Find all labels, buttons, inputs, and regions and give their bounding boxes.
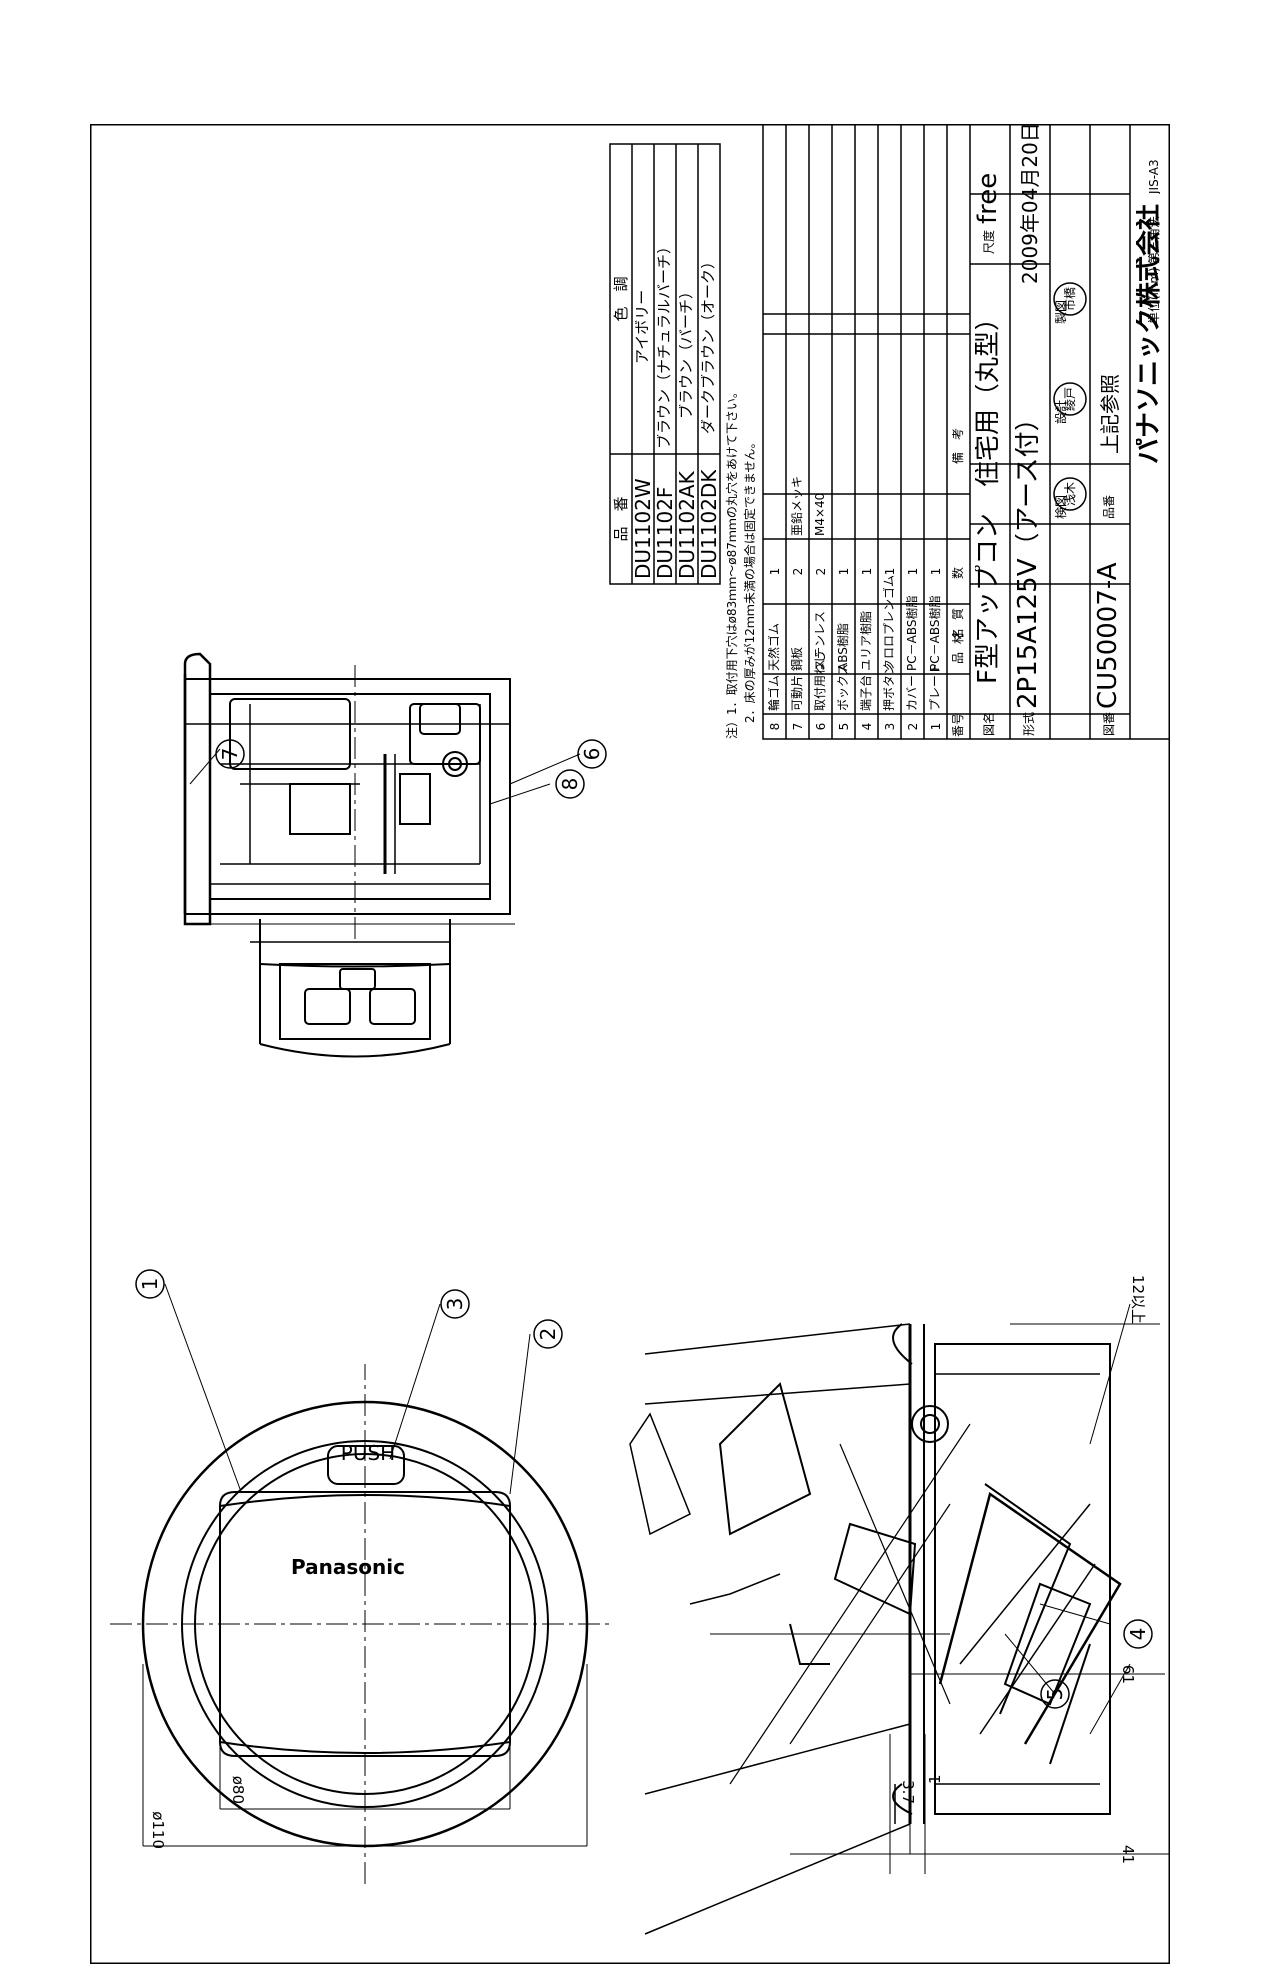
- balloon-6: 6: [580, 747, 604, 761]
- color-name-1: ブラウン（ナチュラルバーチ）: [657, 238, 672, 449]
- parts-no-1: 7: [790, 722, 805, 731]
- tb-stamp-check: 浅木: [1064, 481, 1076, 506]
- parts-name-0: 輪ゴム: [768, 674, 780, 711]
- parts-header-no: 番号: [952, 712, 964, 737]
- dim-1: 1: [926, 1774, 944, 1784]
- parts-qty-3: 1: [836, 567, 851, 576]
- tb-label-drawing-no: 図番: [1103, 711, 1115, 736]
- balloon-8: 8: [558, 777, 582, 791]
- dim-3-7: 3.7: [899, 1780, 917, 1804]
- color-table-header-color: 色 調: [611, 276, 630, 322]
- parts-no-6: 2: [905, 722, 920, 731]
- balloon-4: 4: [1126, 1627, 1150, 1641]
- parts-remark-2: M4×40: [814, 492, 826, 536]
- parts-qty-5: 1: [882, 567, 897, 576]
- dim-12: 12以上: [1129, 1274, 1147, 1324]
- parts-mat-0: 天然ゴム: [768, 622, 780, 671]
- parts-remark-1: 亜鉛メッキ: [791, 475, 803, 536]
- color-code-0: DU1102W: [633, 478, 653, 579]
- tb-label-model: 形式: [1023, 711, 1035, 736]
- balloon-2: 2: [536, 1327, 560, 1341]
- tb-date: 2009年04月20日: [1020, 122, 1040, 284]
- parts-name-4: 端子台: [860, 674, 872, 711]
- section-view: [629, 1303, 1170, 1935]
- drawing-sheet: 1 2 3 4 5 6 7 8 ø110 ø80 41 61 3.7 1 12以…: [90, 122, 1170, 1964]
- front-view: [110, 1283, 610, 1884]
- balloons: [135, 739, 1153, 1709]
- parts-no-7: 1: [928, 722, 943, 731]
- parts-mat-7: PC－ABS樹脂: [929, 595, 941, 671]
- parts-mat-6: PC－ABS樹脂: [906, 595, 918, 671]
- color-table-header-code: 品 番: [611, 496, 630, 542]
- tb-name: F型アップコン 住宅用（丸型）: [975, 305, 1001, 684]
- stamps: [1053, 282, 1087, 511]
- color-code-3: DU1102DK: [699, 469, 719, 579]
- parts-qty-0: 1: [767, 567, 782, 576]
- balloon-5: 5: [1043, 1687, 1067, 1701]
- color-name-3: ダークブラウン（オーク）: [701, 253, 716, 434]
- tb-model: 2P15A125V（アース付）: [1015, 405, 1041, 709]
- parts-mat-4: ユリア樹脂: [860, 610, 872, 671]
- dim-80: ø80: [229, 1775, 247, 1804]
- parts-no-0: 8: [767, 722, 782, 731]
- color-name-0: アイボリー: [635, 289, 650, 364]
- parts-no-4: 4: [859, 722, 874, 731]
- parts-qty-7: 1: [928, 567, 943, 576]
- parts-no-5: 3: [882, 722, 897, 731]
- balloon-1: 1: [138, 1277, 162, 1291]
- note-1: 注）1．取付用下穴はø83ｍｍ～ø87ｍｍの丸穴をあけて下さい。: [725, 386, 739, 739]
- tb-projection: 第三角法: [1148, 215, 1160, 264]
- tb-standard: JIS-A3: [1148, 159, 1160, 194]
- color-code-2: DU1102AK: [677, 471, 697, 579]
- parts-table-lines: [762, 124, 1170, 740]
- brand-logo: Panasonic: [291, 1555, 405, 1580]
- color-code-1: DU1102F: [655, 486, 675, 579]
- parts-qty-6: 1: [905, 567, 920, 576]
- dim-110: ø110: [149, 1811, 167, 1849]
- parts-qty-1: 2: [790, 567, 805, 576]
- tb-part-no: 上記参照: [1100, 374, 1120, 454]
- parts-qty-2: 2: [813, 567, 828, 576]
- tb-scale: free: [975, 172, 1001, 224]
- tb-stamp-draw: 市橋: [1064, 286, 1076, 311]
- parts-header-material: 材 質: [952, 608, 964, 644]
- parts-no-2: 6: [813, 722, 828, 731]
- tb-label-scale: 尺度: [983, 229, 995, 254]
- parts-mat-3: ABS樹脂: [837, 623, 849, 671]
- parts-name-1: 可動片: [791, 674, 803, 711]
- tb-label-name: 図名: [983, 711, 995, 736]
- color-table-lines: [609, 143, 721, 585]
- parts-qty-4: 1: [859, 567, 874, 576]
- rotated-sheet: 1 2 3 4 5 6 7 8 ø110 ø80 41 61 3.7 1 12以…: [90, 122, 1170, 1964]
- parts-header-remark: 備 考: [952, 428, 964, 464]
- tb-unit: 単位(mm): [1148, 267, 1160, 324]
- parts-no-3: 5: [836, 722, 851, 731]
- parts-name-6: カバー: [906, 674, 918, 711]
- tb-drawing-no: CU50007-A: [1095, 562, 1121, 710]
- side-view: [183, 652, 581, 1058]
- color-name-2: ブラウン（バーチ）: [679, 283, 694, 419]
- dim-41: 41: [1119, 1844, 1137, 1864]
- dim-61: 61: [1119, 1664, 1137, 1684]
- balloon-3: 3: [443, 1297, 467, 1311]
- note-2: 2．床の厚みが12ｍｍ未満の場合は固定できません。: [743, 436, 757, 723]
- tb-label-part-no: 品番: [1103, 494, 1115, 519]
- parts-mat-1: 鋼板: [791, 646, 803, 671]
- push-label: PUSH: [340, 1440, 396, 1465]
- parts-mat-2: ステンレス: [814, 610, 826, 671]
- parts-header-qty: 数: [952, 567, 964, 579]
- balloon-7: 7: [218, 747, 242, 761]
- tb-stamp-design: 綾戸: [1064, 386, 1076, 411]
